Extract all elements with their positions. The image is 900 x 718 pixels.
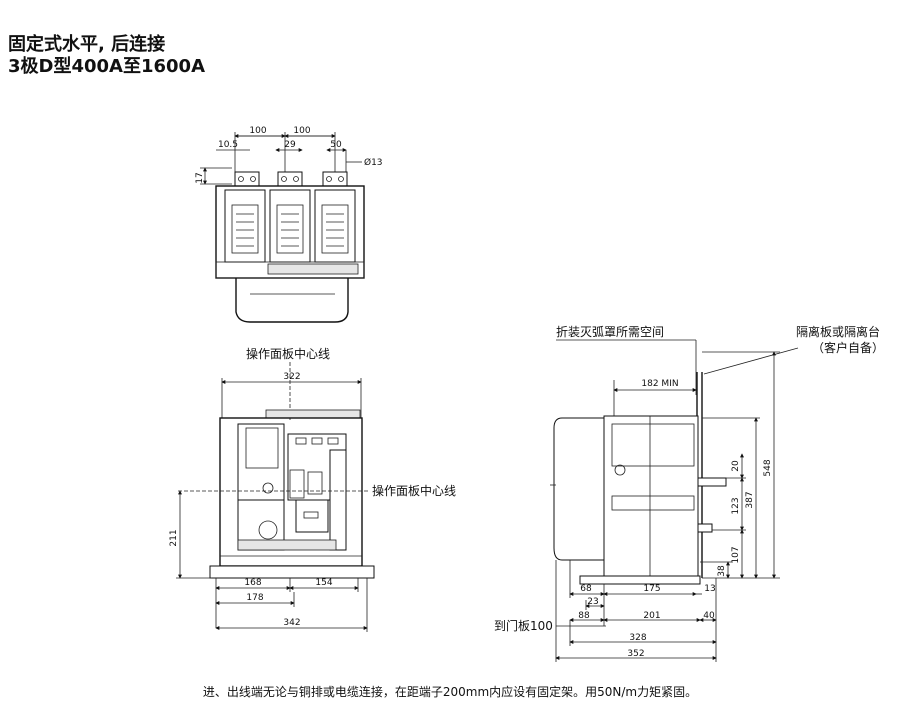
dim-side-38: 38 — [717, 565, 727, 577]
dim-side-88: 88 — [578, 611, 590, 621]
dim-side-548: 548 — [763, 459, 773, 476]
dim-side-328: 328 — [629, 633, 646, 643]
front-center-label-right: 操作面板中心线 — [372, 483, 456, 498]
dim-side-201: 201 — [643, 611, 660, 621]
top-view: 100 100 10.5 29 50 Ø13 17 — [195, 126, 383, 323]
dim-side-20: 20 — [731, 460, 741, 472]
dim-side-182min: 182 MIN — [641, 379, 678, 389]
diagram-title-line1: 固定式水平, 后连接 — [8, 34, 166, 55]
dim-side-123: 123 — [731, 497, 741, 514]
dim-front-154: 154 — [315, 578, 332, 588]
side-view: 折装灭弧罩所需空间 隔离板或隔离台 （客户自备） 182 MIN 548 387 — [494, 324, 884, 662]
dim-side-175: 175 — [643, 584, 660, 594]
dim-top-29: 29 — [284, 140, 296, 150]
diagram-title-line2: 3极D型400A至1600A — [8, 56, 205, 77]
dim-front-178: 178 — [246, 593, 263, 603]
dim-front-342: 342 — [283, 618, 300, 628]
dim-top-100a: 100 — [249, 126, 266, 136]
arc-space-label: 折装灭弧罩所需空间 — [556, 324, 664, 339]
dim-top-hole: Ø13 — [364, 157, 383, 168]
dim-top-50: 50 — [330, 140, 342, 150]
door-label: 到门板100 — [494, 618, 553, 633]
barrier-label-2: （客户自备） — [812, 340, 884, 355]
dim-side-23: 23 — [587, 597, 598, 607]
dim-side-107: 107 — [731, 546, 741, 563]
dim-front-322: 322 — [283, 372, 300, 382]
dim-top-10-5: 10.5 — [218, 140, 238, 150]
dim-top-100b: 100 — [293, 126, 310, 136]
barrier-label-1: 隔离板或隔离台 — [796, 324, 880, 339]
dim-side-13: 13 — [704, 584, 715, 594]
dim-top-17: 17 — [195, 172, 205, 183]
dim-front-168: 168 — [244, 578, 261, 588]
front-view: 操作面板中心线 322 操作面板中心线 211 — [169, 346, 456, 632]
dim-side-40: 40 — [703, 611, 715, 621]
dim-side-68: 68 — [580, 584, 592, 594]
footer-note: 进、出线端无论与铜排或电缆连接，在距端子200mm内应设有固定架。用50N/m力… — [202, 685, 698, 699]
dim-side-352: 352 — [627, 649, 644, 659]
dim-side-387: 387 — [745, 491, 755, 508]
dim-front-211: 211 — [169, 529, 179, 546]
front-center-label-top: 操作面板中心线 — [246, 346, 330, 361]
